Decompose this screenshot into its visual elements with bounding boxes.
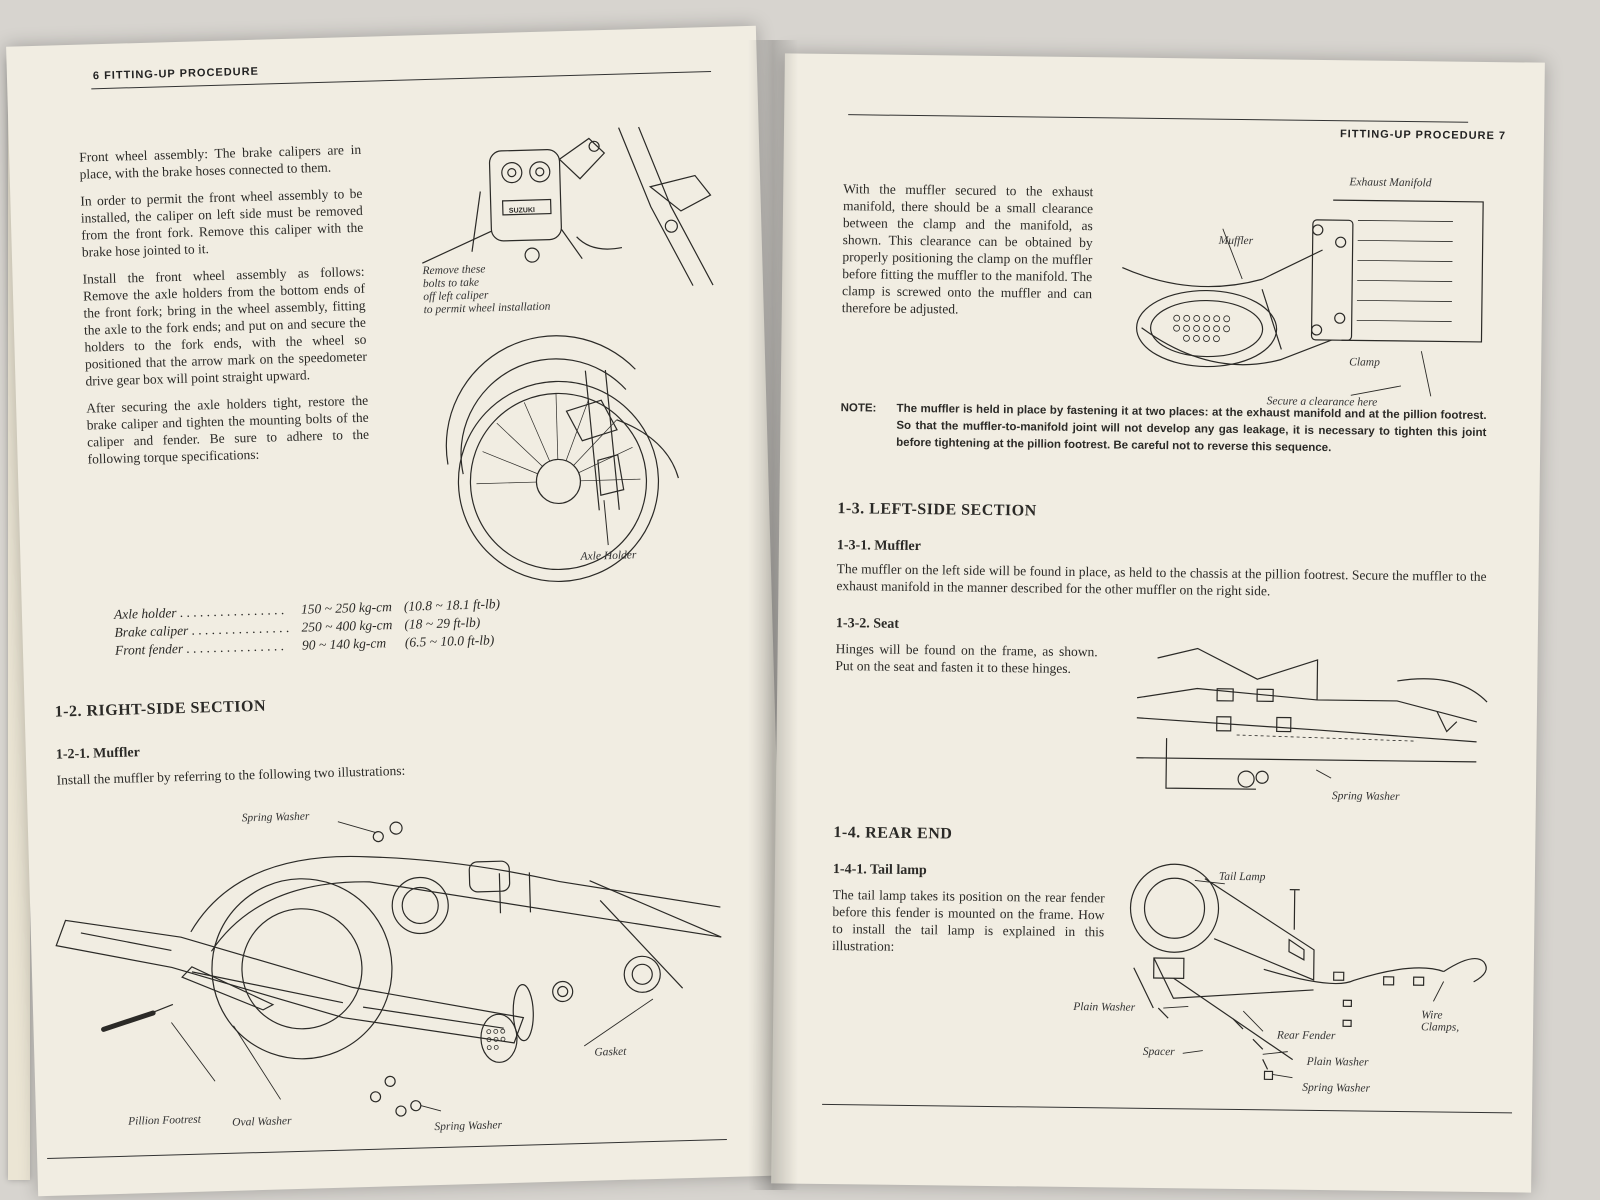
front-wheel-para-1: Front wheel assembly: The brake calipers… — [78, 141, 362, 182]
front-wheel-para-2: In order to permit the front wheel assem… — [80, 185, 364, 260]
rear-end-heading: 1-4. REAR END — [833, 824, 953, 843]
seat-spring-washer-label: Spring Washer — [1331, 790, 1400, 803]
rear-fender-label: Rear Fender — [1276, 1029, 1336, 1043]
spring-washer-bottom-label: Spring Washer — [434, 1119, 503, 1134]
torque-table: Axle holder . . . . . . . . . . . . . . … — [108, 595, 508, 660]
book-gutter — [748, 40, 798, 1190]
oval-washer-label: Oval Washer — [232, 1115, 292, 1129]
plain-washer-right-label: Plain Washer — [1306, 1055, 1369, 1069]
left-muffler-text: The muffler on the left side will be fou… — [836, 561, 1487, 599]
tail-lamp-label: Tail Lamp — [1218, 870, 1266, 884]
muffler-clearance-text: With the muffler secured to the exhaust … — [841, 181, 1094, 317]
tail-spring-washer-label: Spring Washer — [1302, 1081, 1371, 1095]
note-label: NOTE: — [840, 402, 877, 415]
caliper-illustration: SUZUKI — [388, 115, 723, 324]
muffler-intro-text: Install the muffler by referring to the … — [56, 762, 406, 788]
left-muffler-sub-heading: 1-3-1. Muffler — [836, 538, 921, 555]
header-rule-right — [848, 114, 1469, 123]
seat-sub-heading: 1-3-2. Seat — [835, 616, 900, 632]
gasket-label: Gasket — [594, 1045, 627, 1059]
torque-item: Front fender . . . . . . . . . . . . . .… — [114, 638, 285, 658]
footer-rule-left — [47, 1138, 727, 1159]
wire-clamps-label: Wire Clamps, — [1421, 1009, 1460, 1034]
note-block: NOTE: The muffler is held in place by fa… — [840, 400, 1501, 488]
left-side-section-heading: 1-3. LEFT-SIDE SECTION — [837, 500, 1037, 520]
left-page: 6 FITTING-UP PROCEDURE Front wheel assem… — [6, 25, 788, 1197]
tail-lamp-text: The tail lamp takes its position on the … — [831, 887, 1105, 954]
torque-metric: 90 ~ 140 kg-cm — [301, 635, 387, 653]
seat-text: Hinges will be found on the frame, as sh… — [835, 641, 1098, 676]
front-wheel-text: Front wheel assembly: The brake calipers… — [79, 141, 370, 478]
running-head-left: 6 FITTING-UP PROCEDURE — [92, 65, 260, 83]
right-page: FITTING-UP PROCEDURE 7 With the muffler … — [771, 53, 1545, 1193]
muffler-exploded-illustration — [38, 797, 747, 1136]
pillion-footrest-label: Pillion Footrest — [127, 1113, 202, 1128]
muffler-sub-heading: 1-2-1. Muffler — [55, 745, 141, 763]
axle-holder-caption: Axle Holder — [580, 549, 637, 563]
front-wheel-illustration — [434, 326, 740, 554]
front-wheel-para-3: Install the front wheel assembly as foll… — [82, 263, 368, 389]
exhaust-manifold-illustration — [1111, 167, 1494, 412]
torque-imperial: (6.5 ~ 10.0 ft-lb) — [404, 632, 495, 650]
footer-rule-right — [822, 1103, 1513, 1114]
front-wheel-para-4: After securing the axle holders tight, r… — [86, 392, 370, 467]
muffler-label: Muffler — [1218, 234, 1254, 248]
plain-washer-left-label: Plain Washer — [1073, 1000, 1136, 1014]
caliper-caption: Remove these bolts to take off left cali… — [422, 262, 550, 318]
clamp-label: Clamp — [1349, 356, 1380, 369]
note-text: The muffler is held in place by fastenin… — [896, 402, 1487, 455]
seat-hinge-illustration — [1136, 638, 1498, 812]
running-head-right: FITTING-UP PROCEDURE 7 — [1339, 128, 1507, 143]
right-side-section-heading: 1-2. RIGHT-SIDE SECTION — [54, 697, 267, 721]
tail-lamp-illustration — [1112, 857, 1495, 1102]
spring-washer-top-label: Spring Washer — [241, 810, 310, 825]
tail-lamp-sub-heading: 1-4-1. Tail lamp — [832, 862, 927, 879]
exhaust-manifold-label: Exhaust Manifold — [1349, 176, 1432, 190]
caliper-logo: SUZUKI — [509, 207, 535, 215]
spacer-label: Spacer — [1142, 1045, 1175, 1059]
